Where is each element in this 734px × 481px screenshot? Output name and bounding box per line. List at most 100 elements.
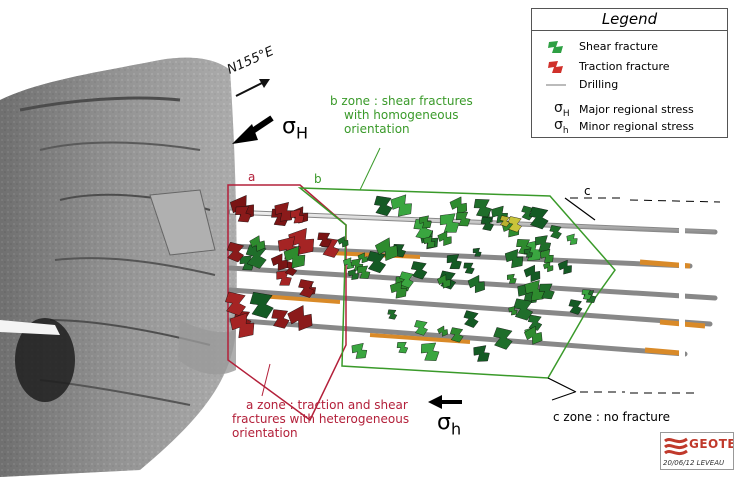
shear-fracture [390, 194, 412, 217]
zone-b-description: b zone : shear fractures with homogeneou… [330, 94, 473, 136]
shear-fracture [535, 235, 552, 252]
zone-a-line1: a zone : traction and shear [246, 398, 408, 412]
zone-a-letter: a [248, 170, 256, 184]
minor-stress-symbol: σ [437, 410, 451, 435]
major-stress-label: σH [282, 114, 308, 142]
legend-label-major-stress: Major regional stress [579, 103, 694, 116]
zone-c-dashed-top [570, 197, 721, 203]
minor-stress-legend-symbol: σh [554, 117, 569, 136]
shear-fracture [508, 306, 518, 316]
company-logo: GEOTE 20/06/12 LEVEAU [660, 432, 734, 470]
traction-fracture [290, 209, 305, 224]
traction-fracture [271, 309, 290, 329]
shear-fracture [410, 261, 428, 280]
minor-stress-arrow-icon [428, 395, 462, 409]
shear-fracture [557, 259, 572, 275]
legend-sigma-sub: h [562, 125, 569, 136]
tunnel-wall [0, 57, 237, 477]
shear-fracture [440, 213, 460, 233]
shear-fracture [472, 247, 482, 257]
traction-fracture [270, 253, 288, 271]
drilling-rod-orange-segment [644, 347, 681, 356]
shear-fracture [581, 289, 592, 300]
shear-fracture [389, 281, 407, 299]
zone-b-callout [359, 147, 381, 191]
zone-b-line3: orientation [344, 122, 410, 136]
legend-label-traction: Traction fracture [579, 60, 670, 73]
shear-fracture [419, 215, 432, 229]
shear-fracture [527, 314, 543, 331]
legend: Legend Shear fracture Traction fracture … [531, 8, 728, 138]
shear-fracture [523, 264, 541, 283]
shear-fracture [420, 342, 440, 361]
shear-fracture [423, 236, 436, 249]
fracture-glyphs [225, 194, 597, 362]
shear-fracture [513, 298, 534, 321]
shear-fracture [506, 273, 517, 284]
shear-fracture [504, 249, 524, 269]
shear-fracture [249, 235, 266, 252]
green-fracture-icon [548, 41, 563, 53]
legend-label-shear: Shear fracture [579, 40, 658, 53]
major-stress-arrow-icon [232, 115, 274, 144]
shear-fracture [357, 265, 371, 279]
traction-fracture [229, 312, 255, 339]
traction-fracture [274, 202, 294, 222]
shear-fracture [437, 274, 451, 289]
shear-fracture [245, 244, 267, 269]
shear-fracture [539, 249, 554, 264]
drilling-line-icon [546, 84, 566, 86]
shear-fracture [449, 196, 468, 215]
zone-c-description: c zone : no fracture [553, 410, 670, 424]
shear-fracture [399, 271, 414, 289]
zone-a-callout [261, 363, 271, 397]
traction-fracture [225, 291, 247, 316]
red-fracture-icon [548, 61, 563, 73]
major-stress-sub: H [295, 123, 308, 143]
wave-logo-icon [664, 437, 688, 456]
shear-fracture [524, 325, 543, 345]
orientation-arrow-icon [235, 79, 270, 97]
shear-fracture [396, 341, 409, 354]
traction-fracture [226, 241, 245, 263]
shear-fracture [337, 236, 349, 248]
shear-fracture [449, 327, 464, 343]
major-stress-symbol: σ [282, 114, 296, 139]
minor-stress-label: σh [437, 410, 461, 438]
shear-fracture [499, 215, 511, 228]
drilling-rod-highlight [229, 210, 716, 234]
shear-fracture [493, 327, 513, 350]
shear-fracture [549, 225, 562, 240]
shear-fracture [239, 255, 255, 271]
traction-fracture [235, 206, 252, 223]
logo-name: GEOTE [689, 437, 734, 451]
shear-fracture [467, 274, 485, 294]
shear-fracture [283, 245, 306, 269]
zone-a-line2: fractures with heterogeneous [232, 412, 410, 426]
shear-fracture [374, 195, 393, 217]
shear-fracture [539, 283, 555, 300]
shear-fracture [528, 206, 549, 230]
zone-c-dashed-bottom [580, 391, 700, 394]
shear-fracture [473, 345, 490, 362]
shear-fracture [463, 310, 479, 328]
zone-c-marker [547, 197, 596, 393]
zone-b-line2: with homogeneous [344, 108, 459, 122]
shear-fracture [543, 261, 554, 273]
shear-fracture [480, 217, 494, 231]
shear-fracture [473, 198, 492, 218]
zone-b-letter: b [314, 172, 322, 186]
legend-title: Legend [532, 10, 727, 31]
shear-fracture [343, 257, 355, 270]
shear-fracture [437, 230, 452, 246]
traction-fracture [298, 279, 315, 298]
shear-fracture [523, 248, 533, 258]
zone-a-outline [227, 184, 347, 422]
traction-fracture [317, 232, 332, 248]
logo-date: 20/06/12 LEVEAU [663, 459, 725, 467]
legend-sigma-sub: H [562, 108, 570, 119]
shear-fracture [387, 309, 398, 320]
zone-b-line1: b zone : shear fractures [330, 94, 473, 108]
shear-fracture [437, 325, 448, 337]
